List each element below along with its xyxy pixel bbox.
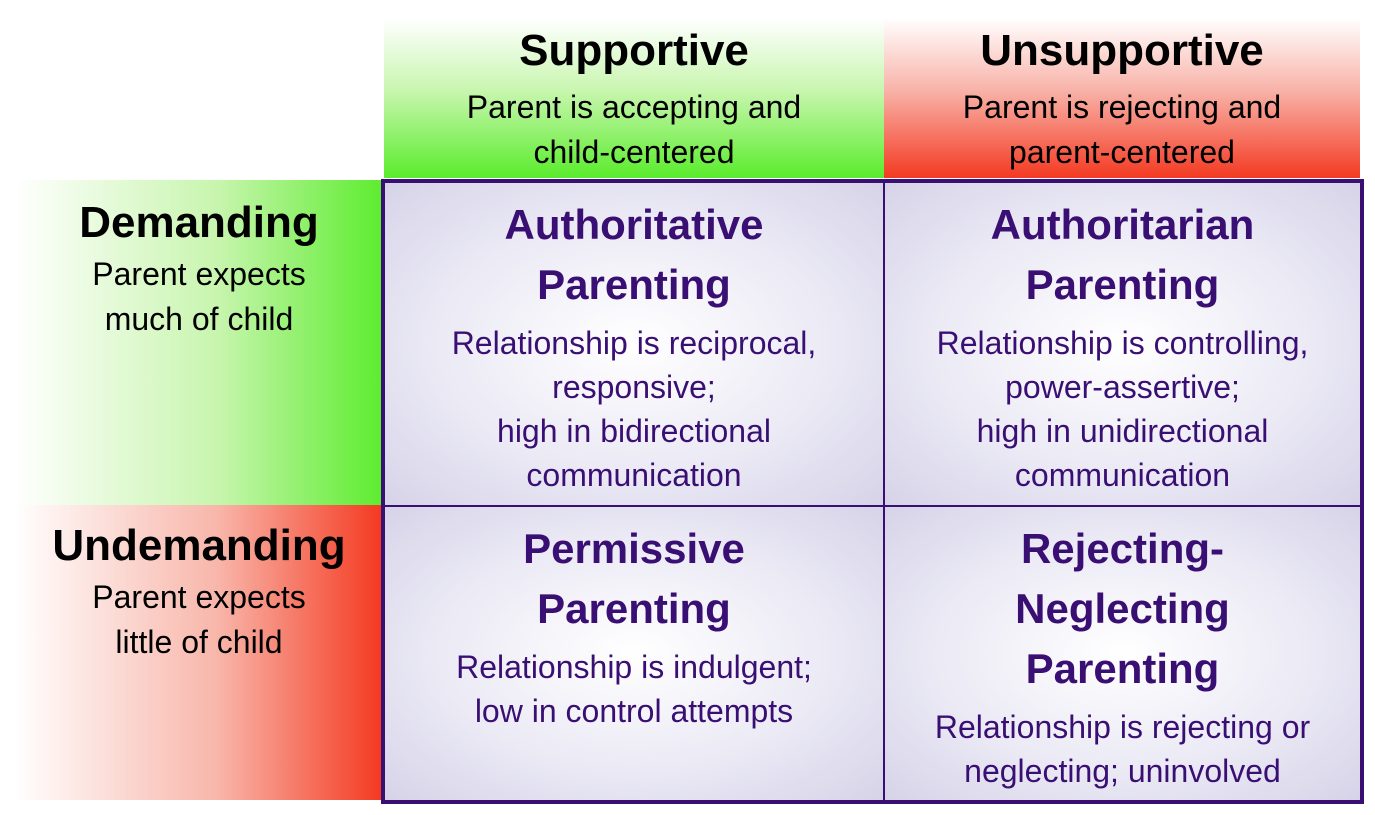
quadrant-desc-line: Relationship is indulgent; [456,649,812,685]
column-header-supportive: Supportive Parent is accepting and child… [384,18,884,178]
quadrant-permissive: Permissive Parenting Relationship is ind… [385,507,885,800]
quadrant-title-line: Parenting [1025,645,1220,692]
row-header-undemanding: Undemanding Parent expects little of chi… [14,505,384,800]
row-title-undemanding: Undemanding [52,521,346,570]
column-desc-line: Parent is rejecting and [962,89,1282,125]
column-header-unsupportive: Unsupportive Parent is rejecting and par… [884,18,1360,178]
quadrant-desc: Relationship is reciprocal, responsive; … [452,321,817,497]
quadrant-desc: Relationship is controlling, power-asser… [937,321,1309,497]
row-title-demanding: Demanding [79,198,319,247]
row-desc-line: Parent expects [92,256,306,292]
quadrant-desc: Relationship is rejecting or neglecting;… [935,705,1310,793]
parenting-styles-grid: Authoritative Parenting Relationship is … [381,179,1364,804]
quadrant-title: Authoritative Parenting [504,195,763,315]
quadrant-title-line: Parenting [537,585,731,632]
quadrant-desc-line: high in unidirectional [976,413,1269,449]
quadrant-desc-line: communication [1014,457,1231,493]
quadrant-title: Permissive Parenting [523,519,745,639]
row-desc-demanding: Parent expects much of child [92,252,305,342]
column-desc-line: Parent is accepting and [466,89,802,125]
row-desc-undemanding: Parent expects little of child [92,575,305,665]
column-title-unsupportive: Unsupportive [980,26,1264,75]
row-header-demanding: Demanding Parent expects much of child [14,180,384,505]
quadrant-desc-line: responsive; [552,369,716,405]
quadrant-title-line: Parenting [1025,261,1220,308]
row-desc-line: Parent expects [92,579,306,615]
quadrant-title-line: Authoritarian [990,201,1255,248]
row-desc-line: much of child [104,301,294,337]
row-desc-line: little of child [115,624,283,660]
column-desc-line: child-centered [533,134,735,170]
column-title-supportive: Supportive [519,26,749,75]
column-desc-line: parent-centered [1009,134,1235,170]
quadrant-title-line: Permissive [523,525,745,572]
quadrant-title-line: Parenting [537,261,731,308]
quadrant-title: Authoritarian Parenting [991,195,1255,315]
quadrant-desc-line: communication [526,457,742,493]
column-desc-unsupportive: Parent is rejecting and parent-centered [963,85,1281,175]
quadrant-authoritarian: Authoritarian Parenting Relationship is … [885,183,1360,507]
quadrant-desc-line: low in control attempts [474,693,794,729]
quadrant-rejecting-neglecting: Rejecting- Neglecting Parenting Relation… [885,507,1360,800]
quadrant-desc-line: neglecting; uninvolved [964,753,1281,789]
column-desc-supportive: Parent is accepting and child-centered [467,85,801,175]
quadrant-title-line: Rejecting- [1020,525,1224,572]
quadrant-authoritative: Authoritative Parenting Relationship is … [385,183,885,507]
quadrant-desc-line: high in bidirectional [497,413,771,449]
quadrant-title-line: Neglecting [1015,585,1230,632]
quadrant-desc-line: Relationship is rejecting or [934,709,1311,745]
quadrant-desc-line: Relationship is reciprocal, [451,325,817,361]
quadrant-desc: Relationship is indulgent; low in contro… [456,645,812,733]
quadrant-title: Rejecting- Neglecting Parenting [1015,519,1230,699]
quadrant-desc-line: Relationship is controlling, [936,325,1309,361]
quadrant-title-line: Authoritative [504,201,764,248]
quadrant-desc-line: power-assertive; [1005,369,1240,405]
